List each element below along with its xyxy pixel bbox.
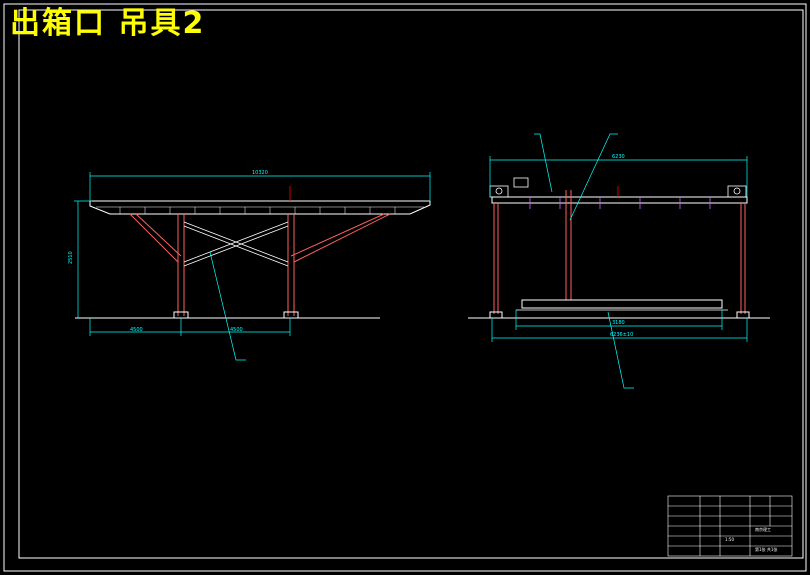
front-top-girder [89, 200, 431, 215]
side-legs [493, 190, 746, 314]
side-end-trolleys [489, 177, 747, 198]
sheet-inner-border [18, 9, 804, 559]
side-inner-width-label: 3180 [612, 320, 625, 326]
drawing-title: 出箱口 吊具2 [10, 6, 206, 41]
title-block-company: 南京理工 [755, 526, 771, 532]
side-base-width-label: 6236±10 [610, 332, 633, 338]
sheet-outer-border [3, 3, 807, 572]
front-height-label: 2510 [68, 251, 74, 264]
front-top-dimension [89, 172, 431, 201]
front-bottom-dimension [89, 318, 291, 336]
side-top-beam [491, 196, 748, 204]
side-overall-width-label: 6230 [612, 154, 625, 160]
front-legs [177, 214, 295, 316]
front-height-dimension [74, 200, 92, 318]
side-spreader-frame [521, 299, 723, 309]
side-top-ribs [529, 197, 711, 209]
front-girder-ribs [119, 207, 396, 214]
front-leader-line [209, 251, 246, 361]
title-block [667, 495, 793, 557]
side-feet [489, 311, 750, 319]
side-inner-dimension [515, 310, 723, 330]
front-cross-braces [183, 221, 289, 267]
title-block-scale: 1:50 [725, 537, 734, 542]
front-braces [129, 213, 391, 263]
side-top-dimension [489, 156, 748, 197]
front-foot-pads [173, 311, 299, 319]
side-leader-bottom [607, 311, 634, 389]
side-base-dimension [491, 318, 748, 342]
side-leader-top [534, 133, 553, 193]
front-view: 10320 2510 4500 4500 [68, 170, 431, 361]
title-block-sheet: 第1张 共1张 [755, 546, 777, 552]
front-overall-width-label: 10320 [252, 170, 268, 176]
front-span-right-label: 4500 [230, 327, 243, 333]
front-span-left-label: 4500 [130, 327, 143, 333]
side-view: 6230 3180 6236±10 [468, 133, 770, 389]
side-leader-mid [569, 133, 618, 221]
